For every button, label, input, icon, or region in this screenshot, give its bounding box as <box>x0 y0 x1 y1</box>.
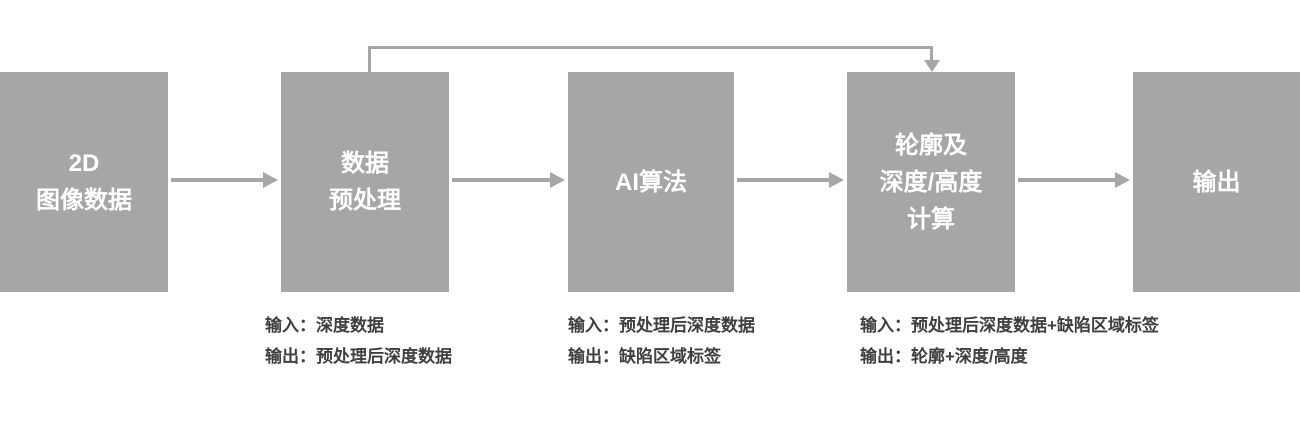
box-label-contour-depth-calc: 轮廓及 深度/高度 计算 <box>879 131 983 233</box>
annotation-output-line: 输出：预处理后深度数据 <box>265 347 452 366</box>
arrow-2-right-icon <box>452 172 565 188</box>
flow-box-ai-algorithm: AI算法 <box>568 72 734 292</box>
arrow-shaft <box>452 178 550 182</box>
annotation-ai-algorithm: 输入：预处理后深度数据 输出：缺陷区域标签 <box>568 310 755 372</box>
arrow-4-right-icon <box>1018 172 1130 188</box>
skip-connector-horizontal <box>368 46 933 49</box>
arrow-shaft <box>171 178 263 182</box>
skip-connector-vertical-end <box>930 46 933 62</box>
annotation-preprocessing: 输入：深度数据 输出：预处理后深度数据 <box>265 310 452 372</box>
flow-box-contour-depth-calc: 轮廓及 深度/高度 计算 <box>847 72 1015 292</box>
arrow-head <box>550 172 565 188</box>
annotation-input-line: 输入：预处理后深度数据 <box>568 316 755 335</box>
annotation-input-line: 输入：深度数据 <box>265 316 384 335</box>
box-label-output: 输出 <box>1192 168 1241 196</box>
flow-box-data-preprocessing: 数据 预处理 <box>281 72 449 292</box>
skip-connector-arrow-head-icon <box>923 60 940 72</box>
arrow-head <box>829 172 844 188</box>
arrow-head <box>1115 172 1130 188</box>
flow-box-2d-image-data: 2D 图像数据 <box>0 72 168 292</box>
annotation-output-line: 输出：缺陷区域标签 <box>568 347 721 366</box>
annotation-output-line: 输出：轮廓+深度/高度 <box>860 347 1028 366</box>
annotation-contour-depth-calc: 输入：预处理后深度数据+缺陷区域标签 输出：轮廓+深度/高度 <box>860 310 1159 372</box>
arrow-head <box>263 172 278 188</box>
box-label-data-preprocessing: 数据 预处理 <box>329 150 401 214</box>
flow-box-output: 输出 <box>1133 72 1300 292</box>
annotation-input-line: 输入：预处理后深度数据+缺陷区域标签 <box>860 316 1159 335</box>
arrow-shaft <box>737 178 829 182</box>
arrow-shaft <box>1018 178 1115 182</box>
arrow-1-right-icon <box>171 172 278 188</box>
skip-connector-vertical-start <box>368 46 371 72</box>
box-label-ai-algorithm: AI算法 <box>615 168 687 196</box>
box-label-2d-image-data: 2D 图像数据 <box>36 150 132 214</box>
arrow-3-right-icon <box>737 172 844 188</box>
